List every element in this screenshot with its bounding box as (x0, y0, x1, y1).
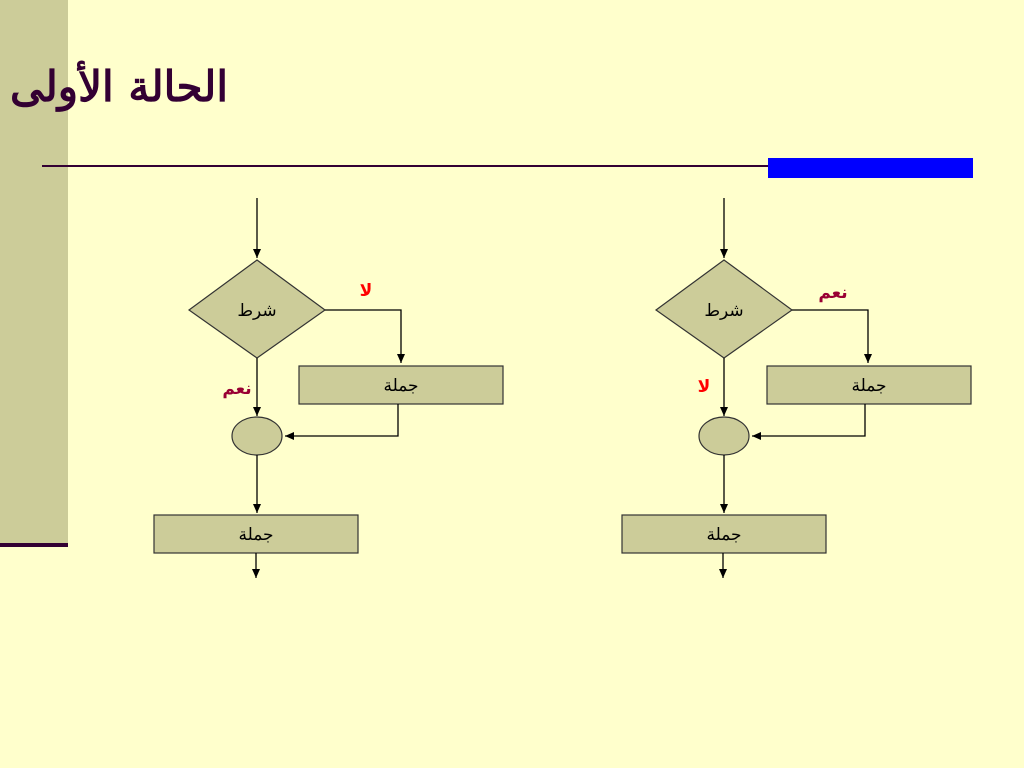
branch-connector (325, 309, 405, 363)
down-label: لا (698, 377, 711, 397)
final-statement-label: جملة (238, 525, 273, 545)
branch-statement-label: جملة (851, 376, 886, 396)
flowchart-left: شرط لا جملة نعم جملة (153, 198, 504, 578)
sidebar-underline (0, 543, 68, 547)
return-connector (285, 404, 399, 440)
branch-connector (792, 309, 872, 363)
final-statement-label: جملة (706, 525, 741, 545)
flowchart-right: شرط نعم جملة لا جملة (621, 198, 972, 578)
merge-connector (231, 416, 283, 456)
sidebar-band (0, 0, 68, 545)
branch-statement-label: جملة (383, 376, 418, 396)
condition-label: شرط (237, 301, 276, 321)
title-divider (42, 165, 770, 167)
slide-title: الحالة الأولى (10, 62, 229, 111)
title-accent-bar (768, 158, 973, 178)
condition-label: شرط (704, 301, 743, 321)
branch-label: نعم (818, 283, 847, 303)
branch-statement-box (298, 365, 504, 405)
return-connector (752, 404, 866, 440)
branch-label: لا (360, 281, 373, 301)
branch-statement-box (766, 365, 972, 405)
merge-connector (698, 416, 750, 456)
down-label: نعم (222, 379, 251, 399)
final-statement-box (621, 514, 827, 554)
